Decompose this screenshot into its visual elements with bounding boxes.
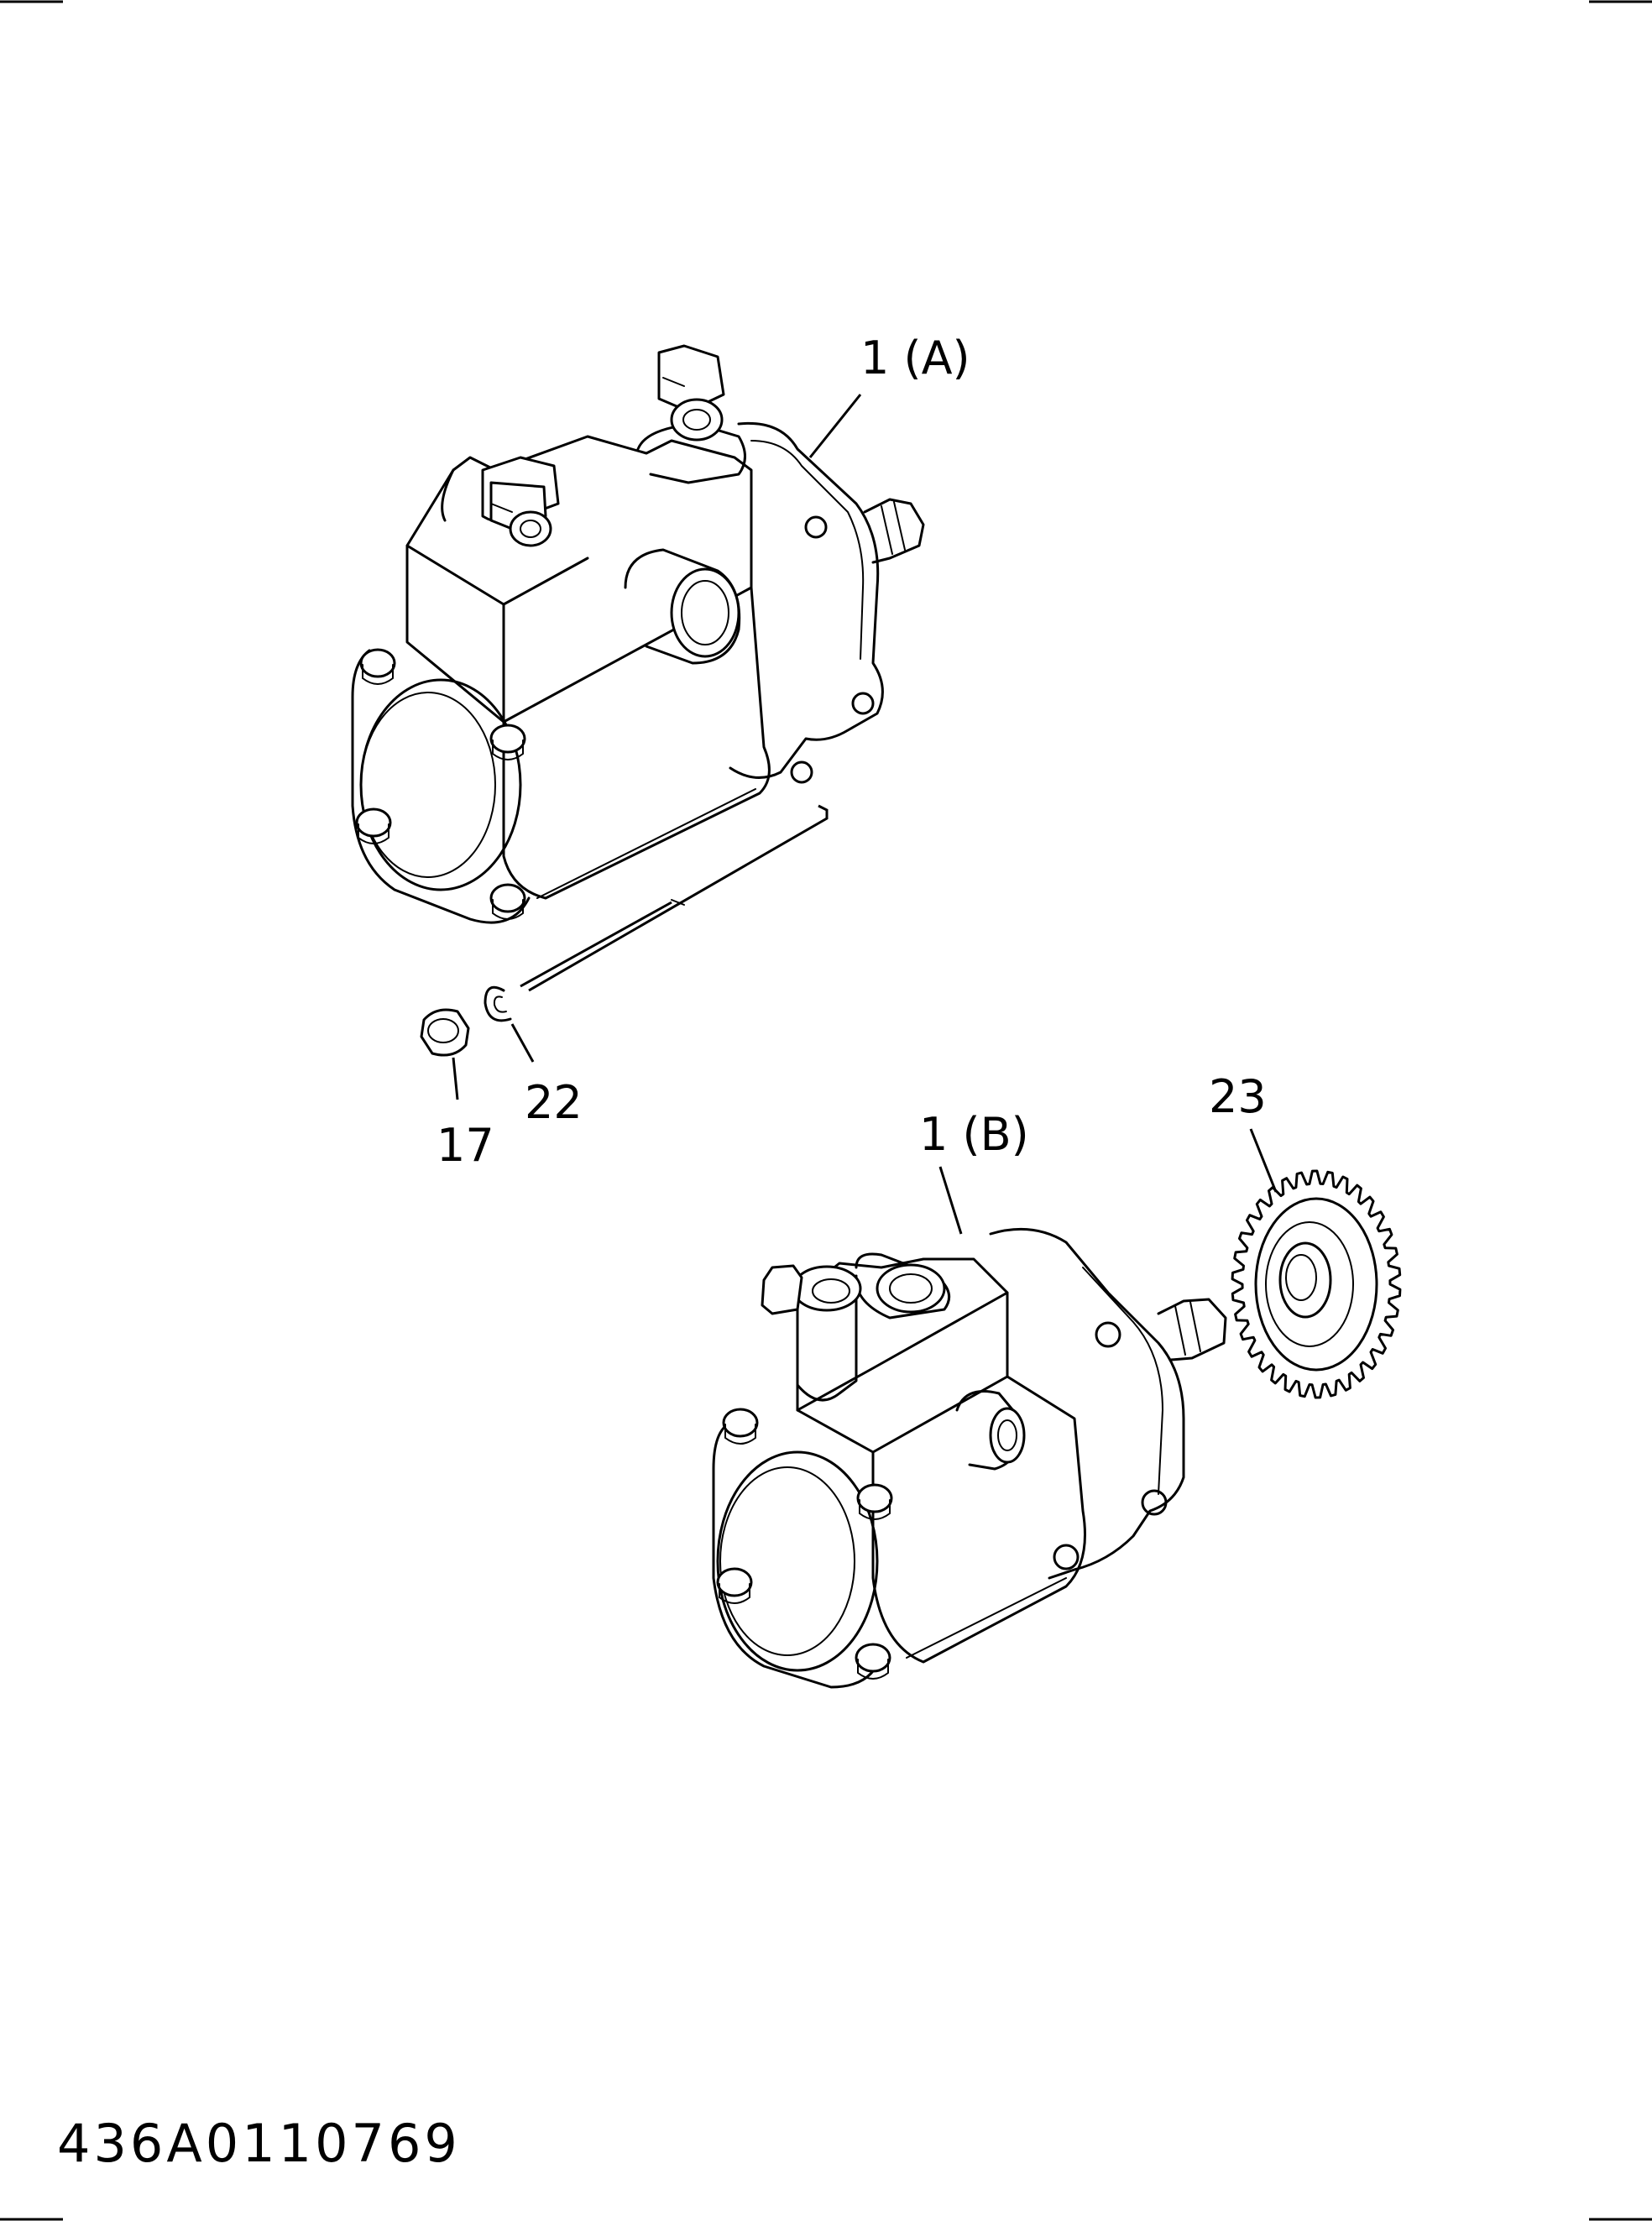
leader-lines bbox=[452, 394, 1278, 1235]
callout-pump-a: 1 (A) bbox=[860, 332, 970, 384]
pump-a-drawing bbox=[351, 344, 925, 992]
callout-nut: 17 bbox=[437, 1119, 494, 1172]
document-id: 436A0110769 bbox=[57, 2113, 461, 2174]
callout-pump-b: 1 (B) bbox=[919, 1108, 1029, 1161]
washer-part bbox=[484, 985, 512, 1022]
callout-gear: 23 bbox=[1209, 1070, 1267, 1123]
leader-gear bbox=[1249, 1128, 1278, 1193]
leader-washer bbox=[510, 1023, 535, 1063]
nut-part bbox=[420, 1008, 470, 1057]
callout-washer: 22 bbox=[525, 1076, 583, 1129]
gear-part bbox=[1231, 1169, 1402, 1399]
leader-nut bbox=[452, 1057, 459, 1100]
pump-b-drawing bbox=[712, 1227, 1227, 1689]
leader-pump-a bbox=[808, 394, 862, 458]
leader-pump-b bbox=[938, 1166, 963, 1235]
